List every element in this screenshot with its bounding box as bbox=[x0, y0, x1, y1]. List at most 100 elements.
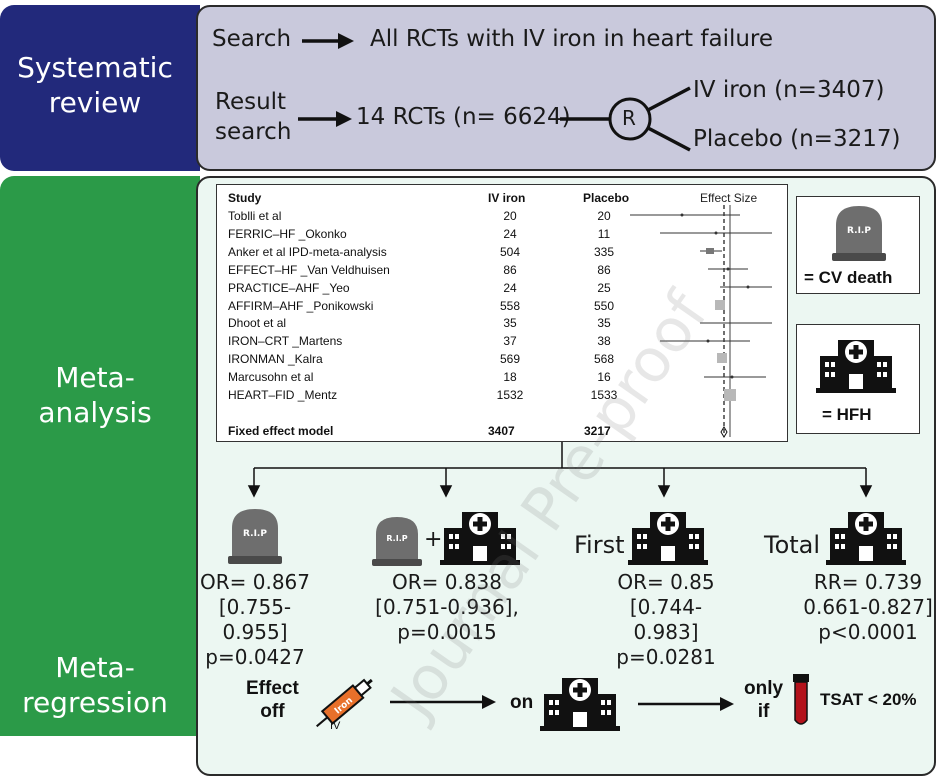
outcome-branches bbox=[247, 442, 873, 498]
blood-tube-icon bbox=[793, 674, 809, 725]
forest-row-study: AFFIRM–AHF _Ponikowski bbox=[228, 298, 374, 313]
forest-effect-plot bbox=[630, 205, 772, 438]
forest-header-iv: IV iron bbox=[488, 191, 526, 205]
regression-hospital-icon bbox=[540, 678, 620, 731]
forest-row-study: IRONMAN _Kalra bbox=[228, 352, 323, 367]
systematic-review-label: Systematic review bbox=[17, 51, 173, 119]
rcts-text: 14 RCTs (n= 6624) bbox=[356, 104, 571, 130]
meta-analysis-block bbox=[0, 176, 200, 736]
forest-row-placebo: 568 bbox=[593, 352, 615, 367]
outcome3-p: p=0.0281 bbox=[616, 645, 716, 669]
forest-row-placebo: 1533 bbox=[590, 388, 618, 402]
forest-row-placebo: 550 bbox=[593, 298, 615, 313]
outcome1-tombstone-icon: R.I.P bbox=[228, 509, 282, 564]
meta-regression-label: Meta- regression bbox=[22, 651, 168, 719]
forest-row-placebo: 11 bbox=[597, 226, 611, 241]
syringe-icon: Iron bbox=[316, 678, 373, 728]
outcome2-plus: + bbox=[424, 527, 443, 552]
effect-off-label: Effect off bbox=[246, 678, 299, 722]
outcome2-stats: OR= 0.838 [0.751-0.936], p=0.0015 bbox=[372, 570, 522, 645]
forest-row-study: EFFECT–HF _Van Veldhuisen bbox=[228, 262, 390, 277]
legend-hfh-label: = HFH bbox=[822, 405, 872, 424]
outcome3-or: OR= 0.85 bbox=[617, 570, 715, 594]
iv-label: IV bbox=[330, 720, 341, 732]
outcome3-stats: OR= 0.85 [0.744-0.983] p=0.0281 bbox=[598, 570, 734, 670]
forest-row-placebo: 86 bbox=[597, 262, 611, 277]
forest-row-iv: 20 bbox=[503, 209, 517, 223]
outcome4-hospital-icon bbox=[826, 512, 906, 565]
forest-row-iv: 569 bbox=[499, 352, 521, 367]
outcome4-p: p<0.0001 bbox=[818, 620, 918, 644]
outcome4-stats: RR= 0.739 0.661-0.827] p<0.0001 bbox=[800, 570, 936, 645]
outcome3-hospital-icon bbox=[628, 512, 708, 565]
svg-text:R.I.P: R.I.P bbox=[386, 534, 407, 543]
outcome1-or: OR= 0.867 bbox=[199, 570, 310, 594]
outcome1-p: p=0.0427 bbox=[205, 645, 305, 669]
result-arrow bbox=[298, 111, 352, 127]
forest-row-iv: 1532 bbox=[496, 388, 524, 402]
forest-row-iv: 86 bbox=[503, 262, 517, 277]
outcome2-p: p=0.0015 bbox=[397, 620, 497, 644]
forest-total-iv: 3407 bbox=[488, 424, 515, 438]
tsat-label: TSAT < 20% bbox=[820, 690, 917, 709]
forest-ci-lines bbox=[630, 213, 772, 438]
outcome1-ci: [0.755-0.955] bbox=[218, 595, 292, 644]
outcome4-rr: RR= 0.739 bbox=[813, 570, 923, 594]
forest-row-study: Dhoot et al bbox=[228, 316, 287, 331]
forest-row-placebo: 335 bbox=[593, 244, 615, 259]
meta-analysis-label: Meta- analysis bbox=[38, 361, 152, 429]
on-label: on bbox=[510, 692, 534, 713]
forest-header-study: Study bbox=[228, 191, 262, 205]
randomization-diagram bbox=[560, 86, 691, 152]
forest-row-placebo: 16 bbox=[597, 370, 611, 385]
forest-row-study: IRON–CRT _Martens bbox=[228, 334, 343, 349]
forest-row-placebo: 25 bbox=[597, 280, 611, 295]
forest-row-iv: 504 bbox=[499, 244, 521, 259]
result-label: Result search bbox=[215, 89, 292, 145]
forest-row-iv: 24 bbox=[503, 280, 517, 295]
placebo-arm: Placebo (n=3217) bbox=[693, 126, 901, 152]
search-text: All RCTs with IV iron in heart failure bbox=[370, 26, 774, 52]
legend-cv-death-label: = CV death bbox=[804, 268, 893, 287]
outcome4-prefix: Total bbox=[764, 531, 821, 559]
forest-row-placebo: 35 bbox=[597, 316, 611, 331]
outcome2-or: OR= 0.838 bbox=[391, 570, 502, 594]
forest-plot-box bbox=[216, 184, 788, 442]
outcome2-tombstone-icon: R.I.P bbox=[372, 517, 422, 566]
only-if-label: only if bbox=[744, 678, 784, 722]
iv-iron-arm: IV iron (n=3407) bbox=[693, 77, 885, 103]
outcome2-hospital-icon bbox=[440, 512, 520, 565]
outcome4-ci: 0.661-0.827] bbox=[803, 595, 933, 619]
forest-total-study: Fixed effect model bbox=[228, 424, 334, 438]
svg-text:R.I.P: R.I.P bbox=[243, 529, 267, 539]
outcome1-stats: OR= 0.867 [0.755-0.955] p=0.0427 bbox=[190, 570, 320, 670]
forest-row-iv: 24 bbox=[503, 226, 517, 241]
forest-row-study: PRACTICE–AHF _Yeo bbox=[228, 280, 350, 295]
forest-row-study: Toblli et al bbox=[228, 209, 282, 223]
svg-text:R.I.P: R.I.P bbox=[847, 226, 871, 236]
outcome3-prefix: First bbox=[574, 531, 625, 559]
forest-row-iv: 35 bbox=[503, 316, 517, 331]
systematic-review-block bbox=[0, 5, 200, 171]
tombstone-icon: R.I.P bbox=[832, 206, 886, 261]
search-arrow bbox=[302, 33, 354, 49]
forest-header-placebo: Placebo bbox=[583, 191, 630, 205]
hospital-icon bbox=[816, 340, 896, 393]
outcome2-ci: [0.751-0.936], bbox=[375, 595, 519, 619]
forest-row-placebo: 20 bbox=[597, 209, 611, 223]
systematic-review-panel bbox=[196, 5, 936, 171]
search-label: Search bbox=[212, 26, 292, 52]
forest-row-study: FERRIC–HF _Okonko bbox=[228, 226, 347, 241]
regression-arrow-1 bbox=[390, 695, 496, 709]
forest-row-study: Anker et al IPD-meta-analysis bbox=[228, 244, 387, 259]
forest-row-placebo: 38 bbox=[597, 334, 611, 349]
forest-row-iv: 18 bbox=[503, 370, 517, 385]
forest-row-iv: 558 bbox=[499, 298, 521, 313]
outcome3-ci: [0.744-0.983] bbox=[629, 595, 703, 644]
forest-header-effect: Effect Size bbox=[700, 191, 758, 205]
forest-row-study: HEART–FID _Mentz bbox=[228, 388, 338, 402]
forest-row-study: Marcusohn et al bbox=[228, 370, 314, 385]
randomization-r: R bbox=[622, 106, 636, 130]
forest-row-iv: 37 bbox=[503, 334, 517, 349]
forest-total-placebo: 3217 bbox=[584, 424, 611, 438]
